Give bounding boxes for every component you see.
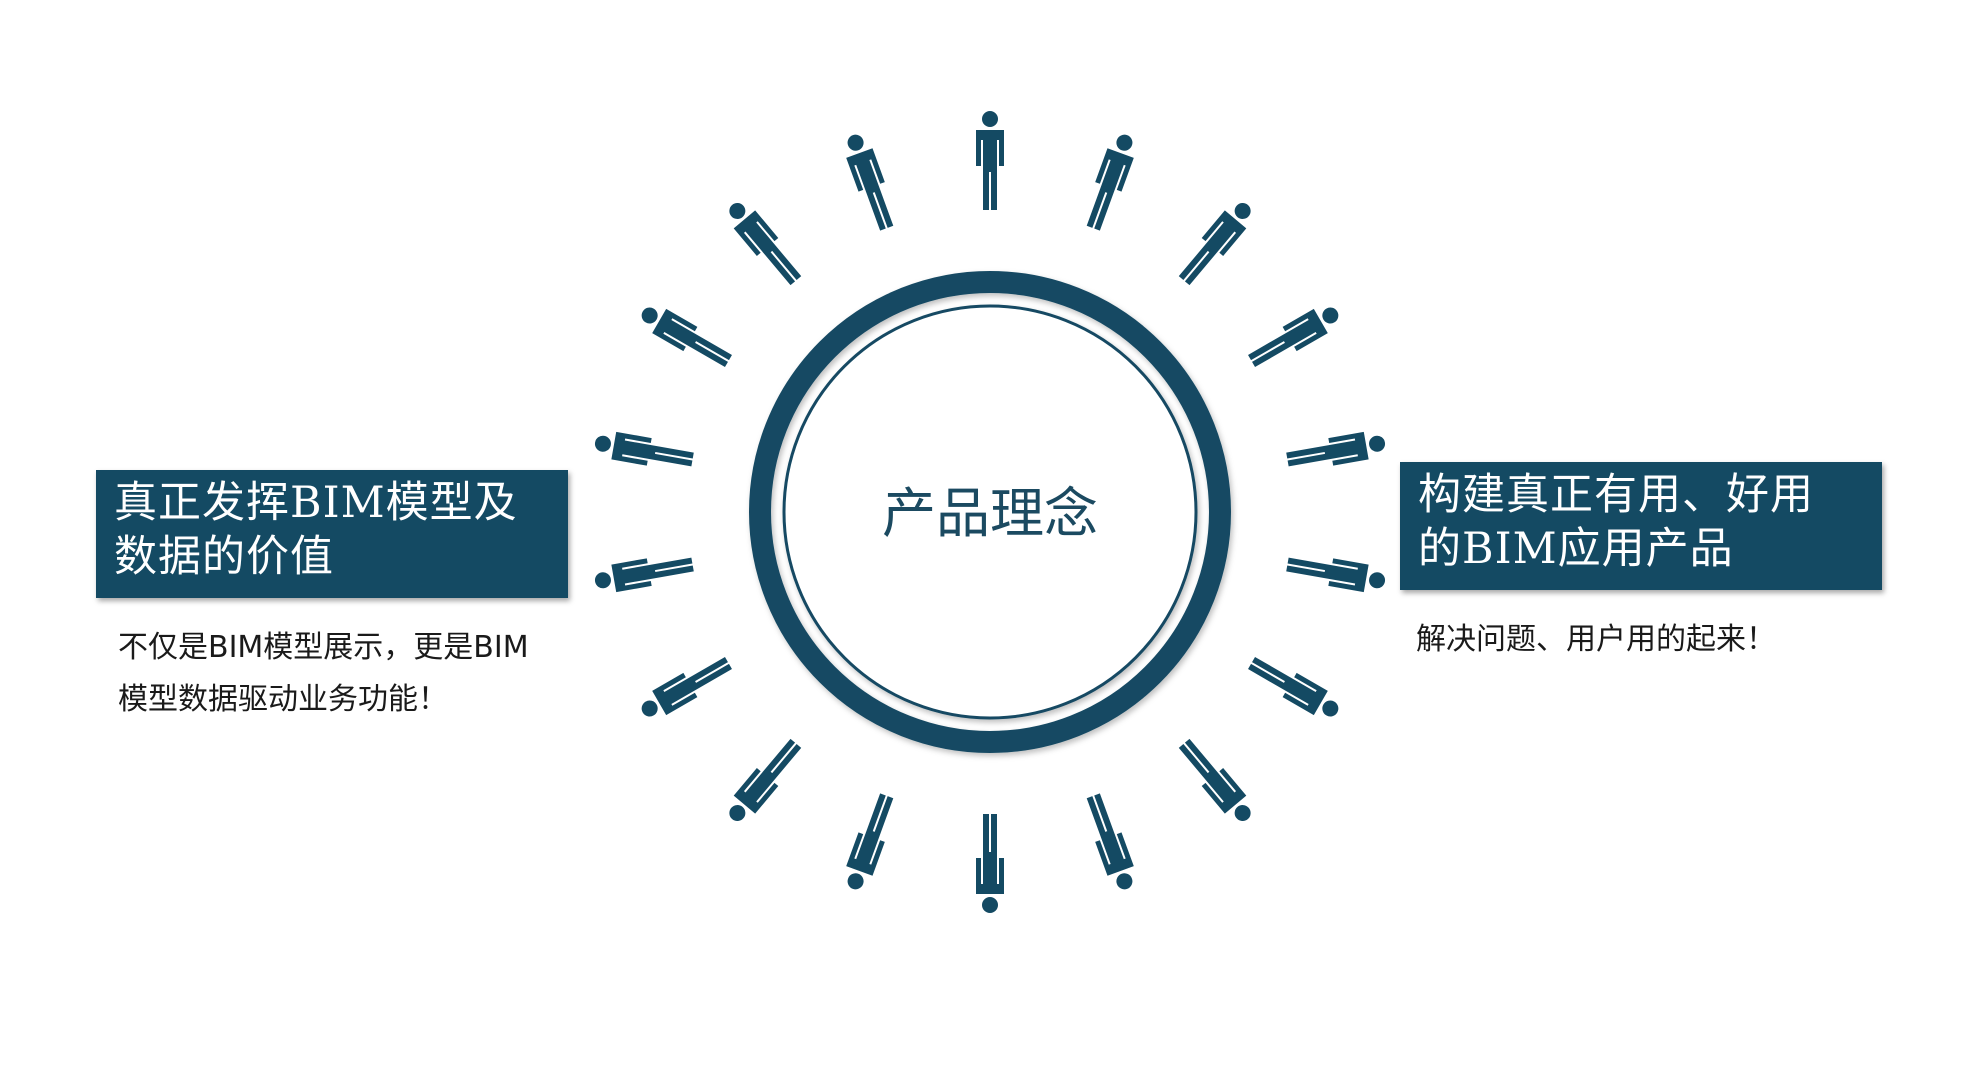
left-desc-line-1: 不仅是BIM模型展示，更是BIM [118,630,529,665]
outer-ring [749,271,1231,753]
left-heading-line-2: 数据的价值 [114,532,334,582]
right-heading-line-2: 的BIM应用产品 [1418,524,1734,574]
left-desc-line-2: 模型数据驱动业务功能！ [118,682,448,717]
person-icon [1284,428,1388,474]
center-circle [749,271,1231,753]
person-icon [1284,550,1388,596]
person-icon [635,650,736,725]
person-icon [635,299,736,374]
right-heading-line-1: 构建真正有用、好用 [1418,470,1814,520]
right-desc-line-1: 解决问题、用户用的起来！ [1416,622,1776,657]
person-icon [592,428,696,474]
person-icon [976,111,1004,210]
left-heading-line-1: 真正发挥BIM模型及 [114,478,518,528]
person-icon [1244,650,1345,725]
right-description: 解决问题、用户用的起来！ [1416,614,1776,666]
person-icon [721,734,807,829]
person-icon [721,195,807,290]
left-description: 不仅是BIM模型展示，更是BIM 模型数据驱动业务功能！ [118,622,529,726]
person-icon [1080,791,1141,894]
person-icon [976,814,1004,913]
person-icon [839,791,900,894]
inner-ring [782,304,1198,720]
person-icon [1173,195,1259,290]
person-icon [1080,130,1141,233]
person-icon [1173,734,1259,829]
person-icon [1244,299,1345,374]
right-heading-box: 构建真正有用、好用 的BIM应用产品 [1400,462,1882,590]
person-icon [839,130,900,233]
left-heading-box: 真正发挥BIM模型及 数据的价值 [96,470,568,598]
person-icon [592,550,696,596]
center-title: 产品理念 [882,482,1098,545]
